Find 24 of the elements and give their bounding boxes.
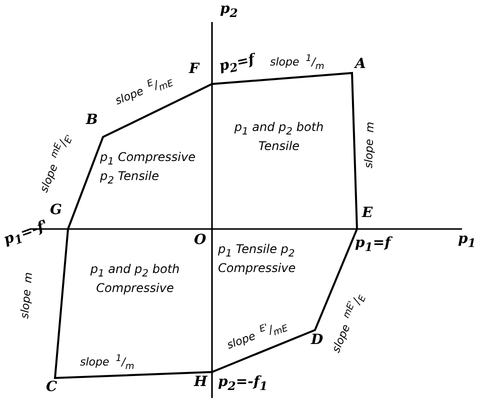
- region-label: p$_{1}$ Compressive p$_{2}$ Tensile: [100, 150, 196, 189]
- axis-label: p$_{2}$: [220, 2, 238, 21]
- slope-label: slope $^{1}$/$_{m}$: [80, 352, 134, 373]
- value-label: p$_{2}$=-f$_{1}$: [218, 375, 268, 394]
- point-label: F: [189, 62, 199, 77]
- point-label: B: [86, 113, 98, 128]
- point-label: G: [50, 203, 62, 218]
- region-label: p$_{1}$ Tensile p$_{2}$ Compressive: [218, 242, 297, 276]
- slope-label: slope m: [362, 122, 377, 168]
- point-label: O: [194, 233, 206, 248]
- point-label: C: [46, 380, 58, 395]
- point-label: H: [194, 375, 208, 390]
- region-label: p$_{1}$ and p$_{2}$ both Tensile: [233, 120, 325, 154]
- slope-label: slope $^{E}$/$_{mE}$: [112, 76, 176, 110]
- value-label: p$_{1}$=f: [355, 236, 391, 255]
- slope-label: slope $^{E'}$/$_{mE}$: [224, 320, 290, 354]
- slope-label: slope m: [18, 272, 35, 320]
- slope-label: slope $^{1}$/$_{m}$: [270, 52, 324, 73]
- axis-label: p$_{1}$: [458, 232, 476, 251]
- point-label: E: [362, 206, 373, 221]
- point-label: A: [355, 57, 366, 72]
- value-label: p$_{2}$=f: [218, 52, 257, 78]
- region-label: p$_{1}$ and p$_{2}$ both Compressive: [89, 262, 181, 296]
- point-label: D: [311, 333, 324, 348]
